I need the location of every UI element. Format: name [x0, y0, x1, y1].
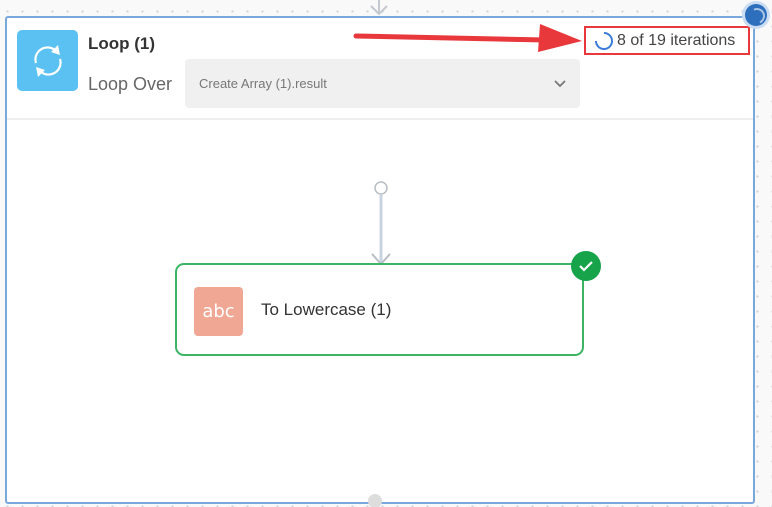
loop-title: Loop (1) [88, 34, 156, 53]
step-label: To Lowercase (1) [261, 300, 392, 319]
bottom-connector-handle[interactable] [368, 494, 382, 507]
loop-over-value: Create Array (1).result [199, 76, 327, 91]
resize-handle[interactable] [745, 4, 767, 26]
incoming-arrow-icon [370, 0, 388, 16]
annotation-arrow-icon [353, 24, 582, 52]
chevron-down-icon [554, 78, 566, 90]
iterations-count: 8 of 19 iterations [617, 31, 736, 49]
abc-text-icon: abc [194, 287, 243, 336]
loop-over-select[interactable]: Create Array (1).result [185, 59, 580, 108]
success-check-icon [571, 251, 601, 281]
loop-over-label: Loop Over [88, 74, 173, 94]
loop-refresh-icon [17, 30, 78, 91]
connector-arrow-icon [371, 181, 391, 266]
loop-header: Loop (1) Loop Over Create Array (1).resu… [7, 18, 753, 120]
iterations-status: 8 of 19 iterations [584, 26, 750, 55]
loop-container[interactable]: Loop (1) Loop Over Create Array (1).resu… [5, 16, 755, 504]
loading-spinner-icon [595, 31, 613, 50]
step-node-to-lowercase[interactable]: abc To Lowercase (1) [175, 263, 584, 356]
